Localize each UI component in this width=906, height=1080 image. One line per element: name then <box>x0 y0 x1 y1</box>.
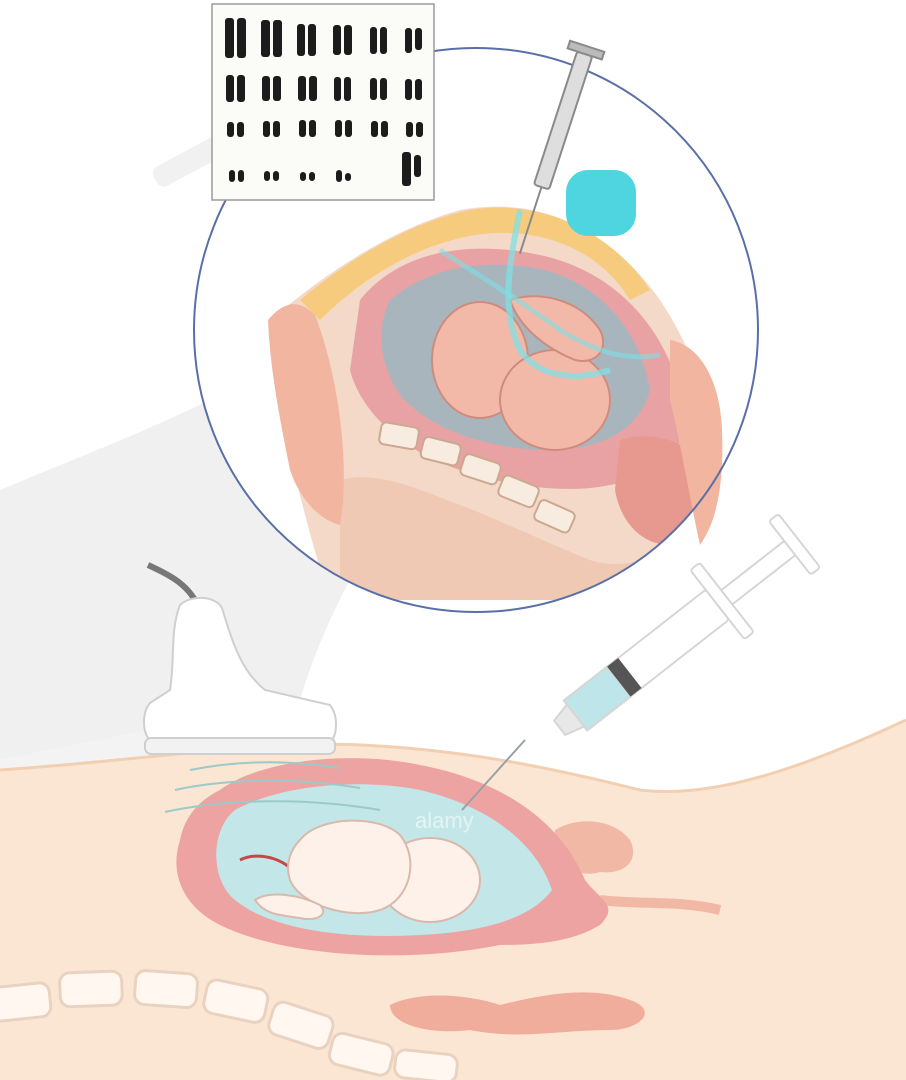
karyotype-chart <box>212 4 434 200</box>
fluid-sample-highlight <box>566 170 636 236</box>
watermark-text: alamy <box>415 808 474 833</box>
